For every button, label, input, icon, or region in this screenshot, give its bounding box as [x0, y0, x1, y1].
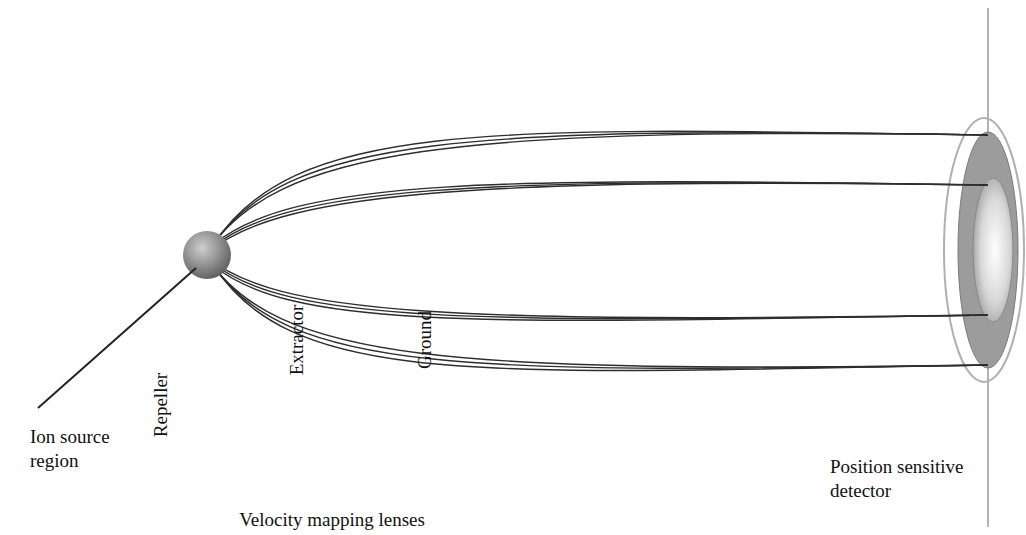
callout-label: Ion source region [30, 425, 148, 473]
detector-face [958, 132, 1018, 368]
plate-label: Extractor [287, 305, 306, 376]
callout-label: Position sensitive detector [830, 455, 1020, 503]
ion-trajectory [206, 256, 988, 367]
ion-trajectories [206, 131, 988, 370]
detector-rim [944, 118, 1024, 382]
plate-shape [382, 43, 466, 493]
ion-trajectory [214, 266, 988, 320]
detector-center [973, 178, 1013, 322]
ion-trajectory [206, 183, 988, 254]
ion-trajectory [210, 261, 988, 368]
leader-line [38, 268, 196, 408]
ion-trajectory [210, 183, 988, 249]
ion-trajectory [206, 256, 988, 318]
plate-label: Repeller [151, 373, 170, 437]
group-label: Velocity mapping lenses [212, 508, 452, 532]
ion-source-sphere [183, 231, 231, 279]
ion-trajectory [206, 133, 988, 254]
ion-trajectory [214, 266, 988, 370]
repeller-plate: Repeller [120, 55, 200, 499]
plate-label: Ground [415, 311, 434, 369]
ground-plate: Ground [382, 43, 466, 493]
plate-shape [254, 43, 338, 493]
ion-trajectory [210, 261, 988, 319]
ion-trajectory [210, 133, 988, 249]
ion-trajectory [214, 182, 988, 244]
extractor-plate: Extractor [254, 43, 338, 493]
ion-trajectory [214, 131, 988, 244]
